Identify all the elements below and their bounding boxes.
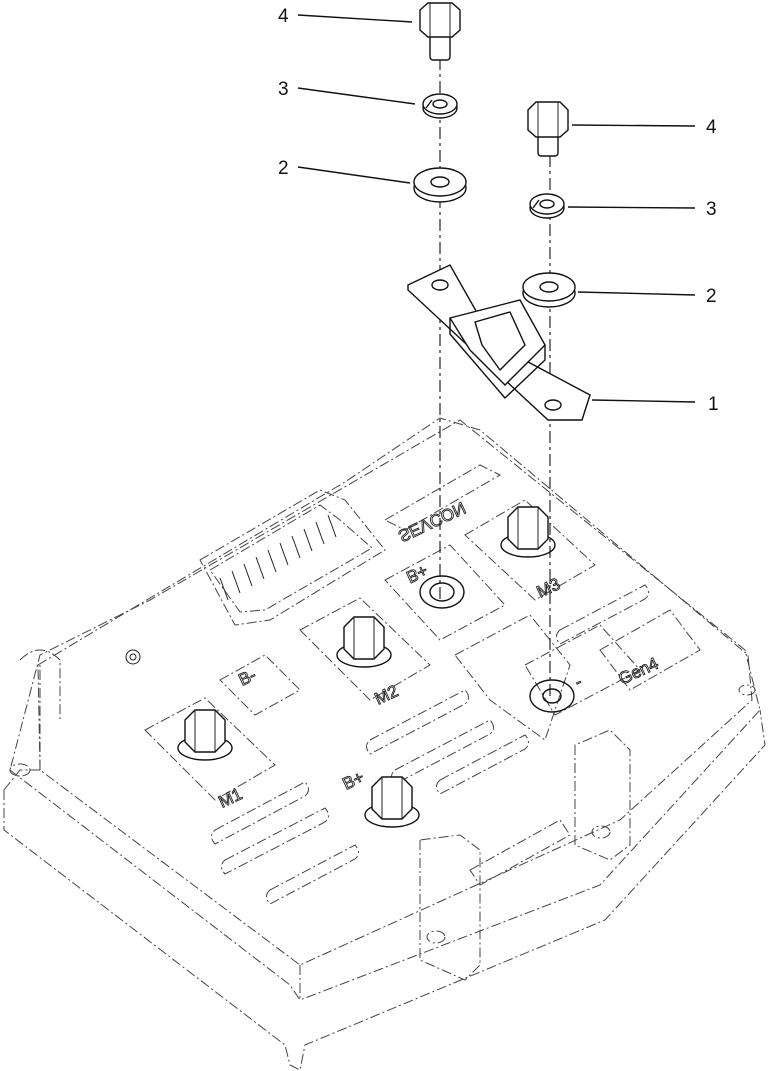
flat-washer-right <box>522 272 576 308</box>
housing-labels: SEVCON Gen4 M1 M2 M3 B- B+ B+ - <box>215 498 662 812</box>
callout-label: 4 <box>706 117 717 138</box>
callout-label: 2 <box>278 158 289 179</box>
callout-fuse: 1 <box>591 394 719 415</box>
callout-label: 3 <box>278 79 289 100</box>
terminal-label-minus: - <box>572 672 585 692</box>
callout-label: 2 <box>706 286 717 307</box>
terminal-bolt-m1 <box>177 709 233 761</box>
terminal-label-fuse-b-plus: B+ <box>403 560 430 586</box>
callout-label: 1 <box>708 394 719 415</box>
terminal-label-b-plus: B+ <box>340 767 367 793</box>
terminal-bolt-b-plus <box>364 776 420 828</box>
flat-washer-left <box>413 167 467 203</box>
callout-flat-washer-left: 2 <box>278 158 411 184</box>
hex-bolt-right <box>527 101 569 157</box>
fuse-terminal-studs <box>419 575 575 713</box>
callout-hex-bolt-right: 4 <box>571 117 717 138</box>
terminal-bolt-m3 <box>500 506 556 558</box>
hex-bolt-left <box>419 2 461 61</box>
terminal-label-m2: M2 <box>372 681 401 708</box>
model-label: Gen4 <box>616 654 662 689</box>
fuse-part-1 <box>407 264 591 421</box>
callout-lock-washer-right: 3 <box>567 199 717 220</box>
assembly-axis-lines <box>439 58 551 700</box>
callout-flat-washer-right: 2 <box>577 286 717 307</box>
terminal-label-m1: M1 <box>216 784 245 811</box>
callouts: 4 3 2 4 3 2 1 <box>278 6 719 415</box>
callout-lock-washer-left: 3 <box>278 79 416 105</box>
terminal-bolt-m2 <box>336 616 392 668</box>
terminal-label-m3: M3 <box>534 574 563 601</box>
motor-controller-housing <box>3 417 766 1071</box>
callout-hex-bolt-left: 4 <box>278 6 413 27</box>
brand-label: SEVCON <box>395 498 468 546</box>
callout-label: 3 <box>706 199 717 220</box>
lock-washer-right <box>529 193 565 219</box>
lock-washer-left <box>422 93 458 119</box>
callout-label: 4 <box>278 6 289 27</box>
